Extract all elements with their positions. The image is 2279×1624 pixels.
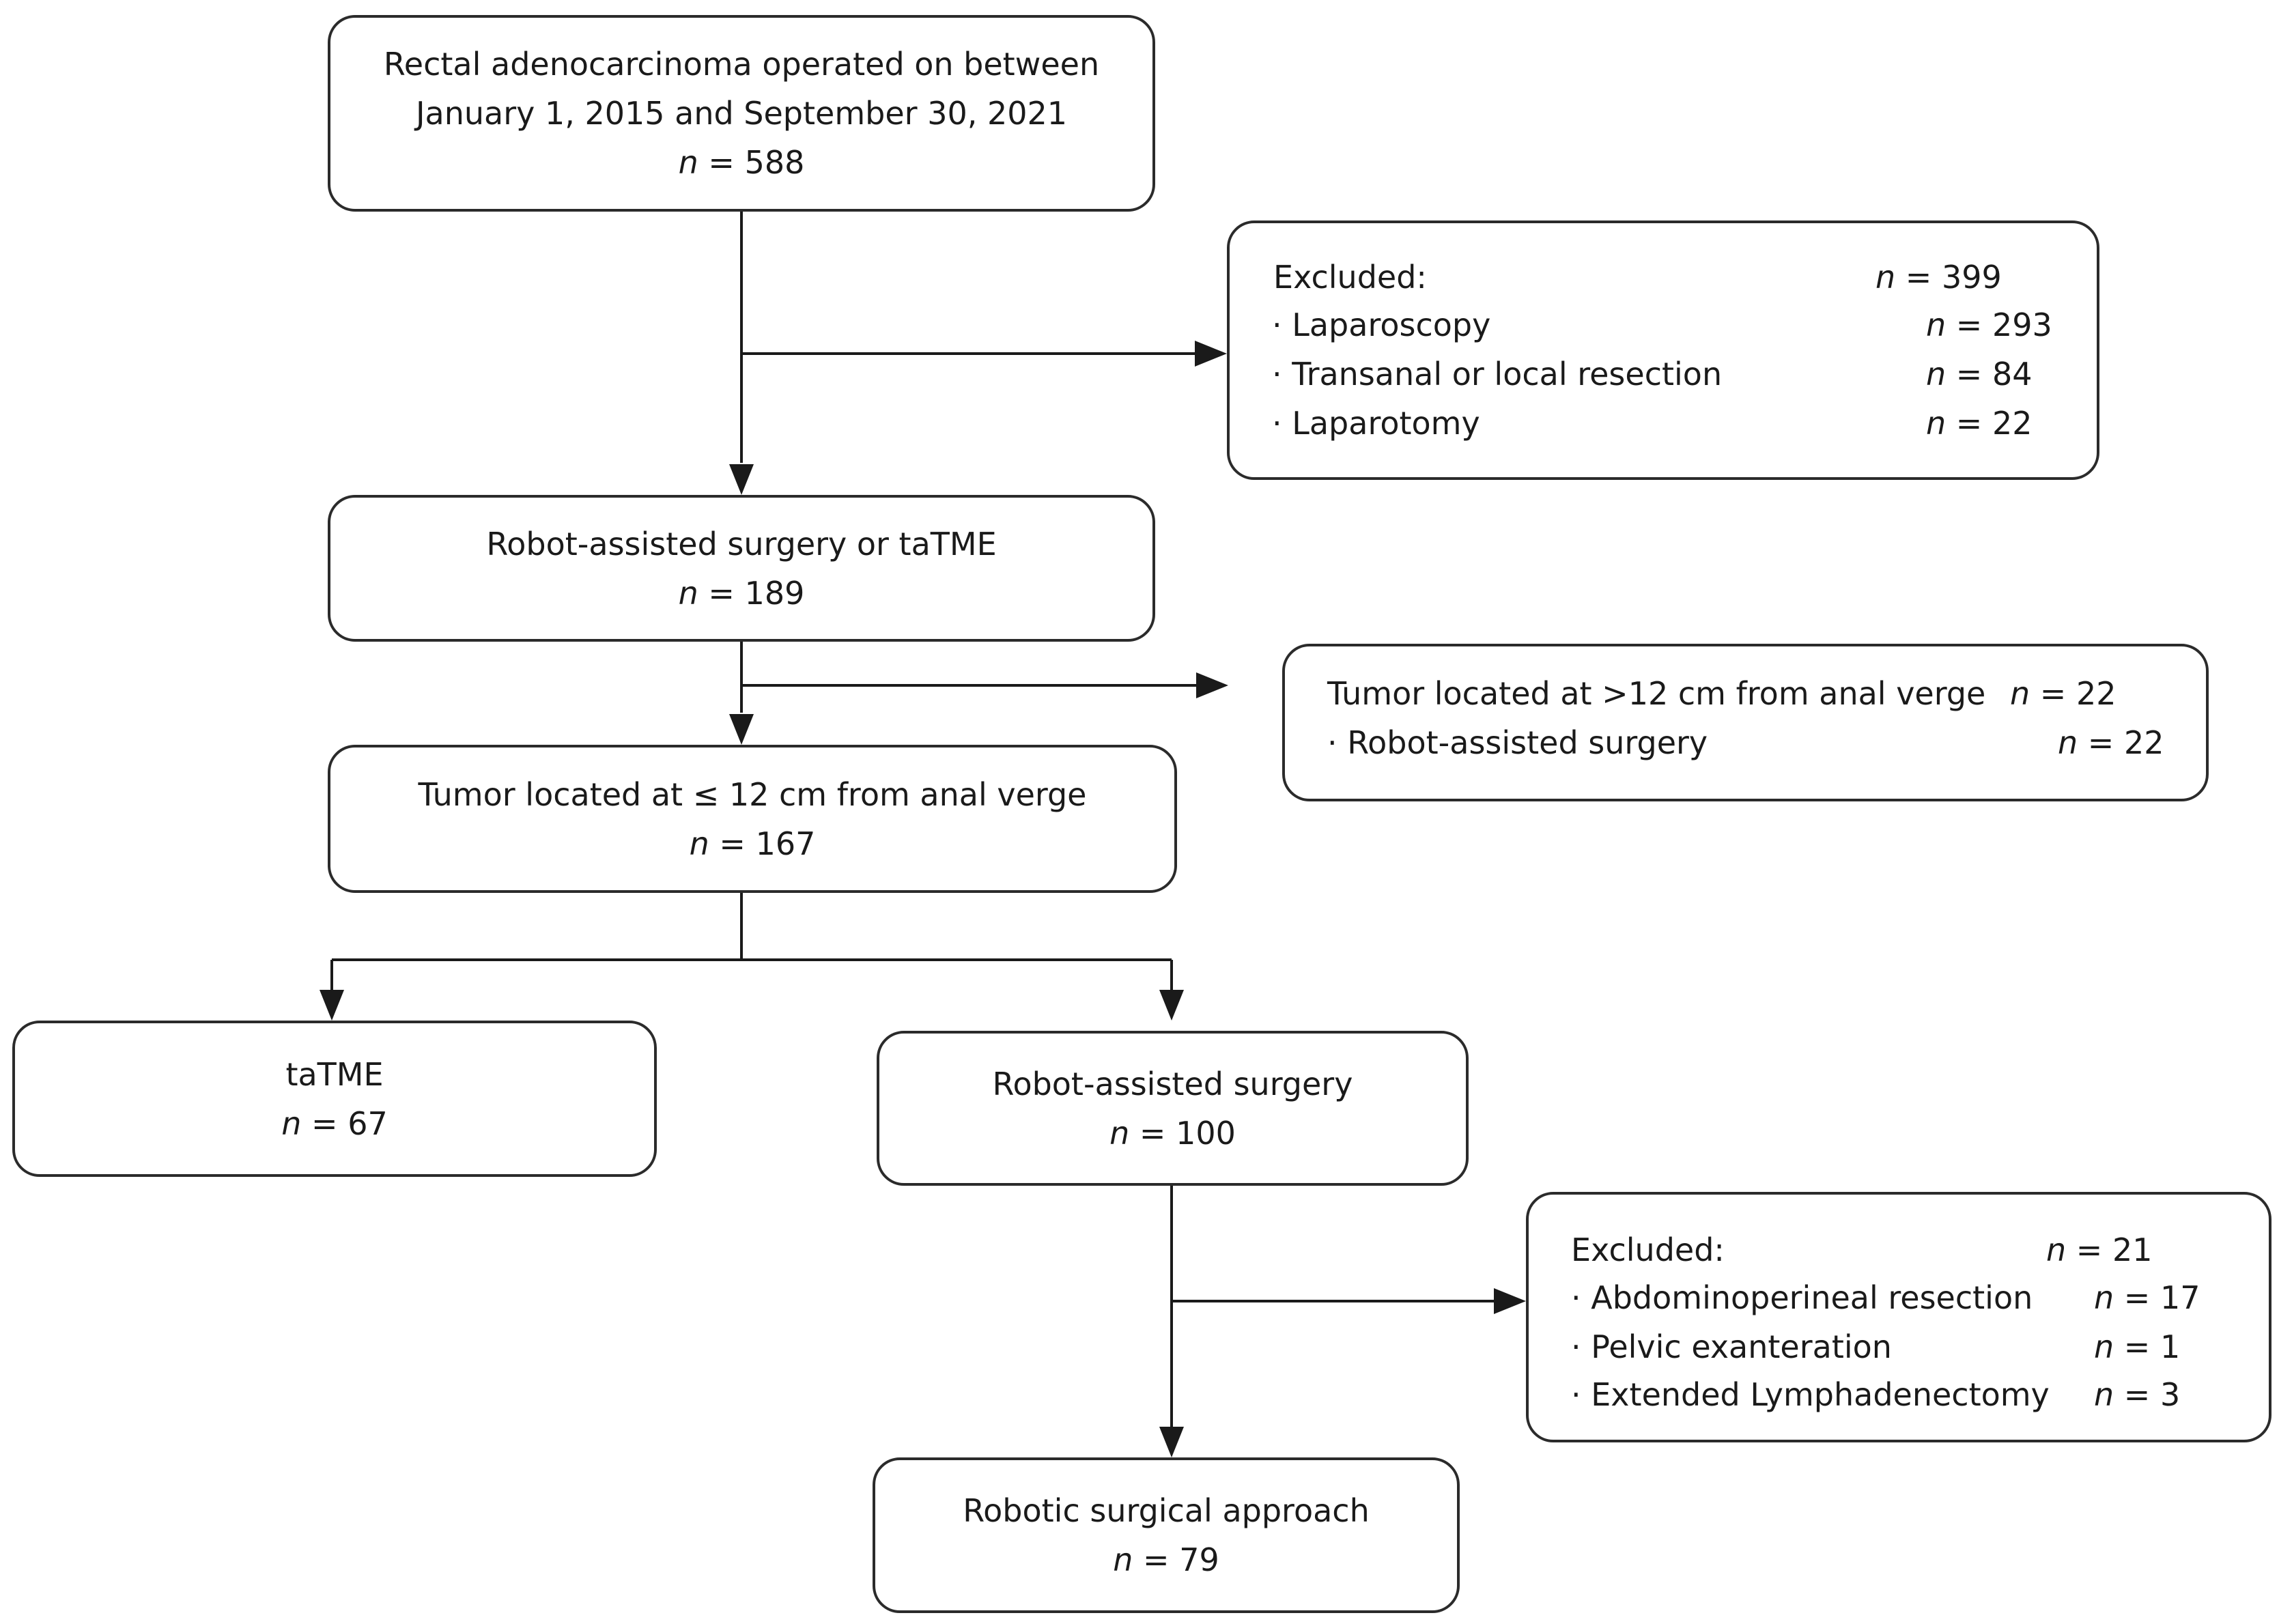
excl3-item-1-n: n = 17 [2094,1279,2200,1316]
excl2-header-n: n = 22 [2010,675,2117,712]
arrowhead-3 [729,714,754,745]
robot-line-1: Robot-assisted surgery [992,1065,1353,1102]
excl1-header: Excluded: [1273,259,1427,296]
arrowhead-4 [1196,672,1228,698]
box-rectal-adenocarcinoma: Rectal adenocarcinoma operated on betwee… [328,15,1155,212]
robot-or-tatme-line-1: Robot-assisted surgery or taTME [486,525,997,562]
arrowhead-2 [1195,341,1227,367]
arrowhead-7 [1159,1427,1184,1457]
arrowhead-5 [320,990,344,1021]
excl1-item-3-n: n = 22 [1926,405,2033,442]
tumor-le12-n: n = 167 [689,825,816,862]
arrowhead-6 [1159,990,1184,1021]
tatme-line-1: taTME [285,1055,384,1093]
excl3-item-3: · Extended Lymphadenectomy [1571,1376,2050,1413]
robot-n: n = 100 [1109,1114,1236,1152]
box-tumor-le-12cm: Tumor located at ≤ 12 cm from anal verge… [328,745,1177,893]
excl3-item-2: · Pelvic exanteration [1571,1328,1892,1365]
box-robotic-surgical-approach: Robotic surgical approach n = 79 [873,1457,1460,1613]
final-line-1: Robotic surgical approach [963,1492,1370,1529]
excl3-item-2-n: n = 1 [2094,1328,2181,1365]
excl3-item-1: · Abdominoperineal resection [1571,1279,2033,1316]
robot-or-tatme-n: n = 189 [678,574,805,612]
excl1-item-2-n: n = 84 [1926,356,2033,393]
excl1-item-2: · Transanal or local resection [1272,356,1723,393]
start-line-2: January 1, 2015 and September 30, 2021 [415,95,1068,132]
start-line-1: Rectal adenocarcinoma operated on betwee… [383,46,1100,83]
excl1-header-n: n = 399 [1875,259,2002,296]
box-tatme: taTME n = 67 [12,1021,657,1177]
start-n: n = 588 [678,144,805,181]
excl2-item-1-n: n = 22 [2058,724,2164,761]
box-robot-assisted: Robot-assisted surgery n = 100 [877,1031,1469,1186]
tatme-n: n = 67 [281,1105,388,1142]
excl3-item-3-n: n = 3 [2094,1376,2181,1413]
excl2-header: Tumor located at >12 cm from anal verge [1327,675,1986,712]
excl3-header: Excluded: [1571,1231,1725,1268]
arrowhead-8 [1494,1288,1526,1314]
box-robot-or-tatme: Robot-assisted surgery or taTME n = 189 [328,495,1155,642]
arrowhead-1 [729,464,754,495]
final-n: n = 79 [1113,1541,1219,1578]
excl2-item-1: · Robot-assisted surgery [1327,724,1708,761]
box-excluded-3: Excluded: n = 21 · Abdominoperineal rese… [1526,1192,2271,1442]
box-excluded-2: Tumor located at >12 cm from anal verge … [1282,644,2209,801]
excl3-header-n: n = 21 [2046,1231,2153,1268]
box-excluded-1: Excluded: n = 399 · Laparoscopy n = 293 … [1227,220,2099,480]
excl1-item-3: · Laparotomy [1272,405,1480,442]
excl1-item-1: · Laparoscopy [1272,307,1491,343]
tumor-le12-line-1: Tumor located at ≤ 12 cm from anal verge [418,775,1087,813]
excl1-item-1-n: n = 293 [1926,307,2052,343]
